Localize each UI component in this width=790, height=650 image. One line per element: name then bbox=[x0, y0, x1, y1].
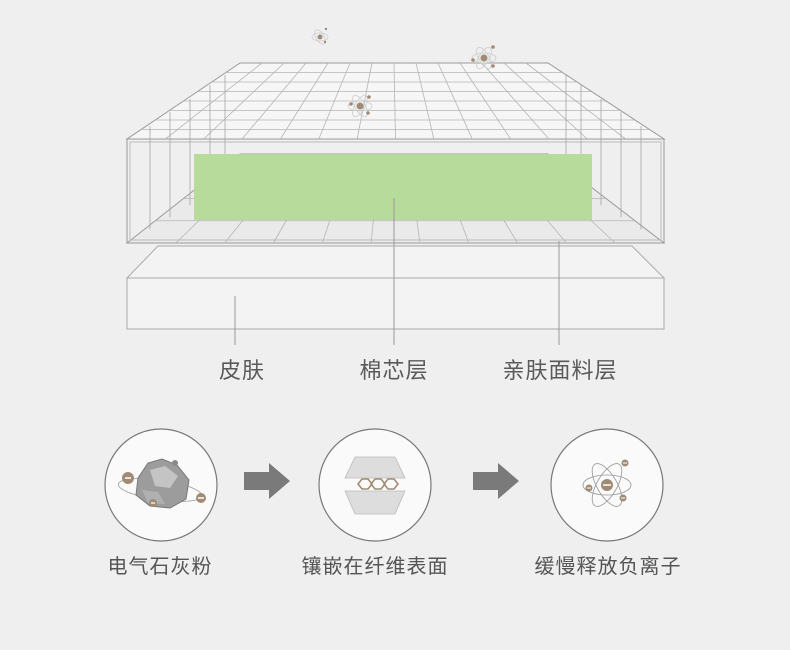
ion-icon bbox=[471, 45, 497, 70]
label-skin: 皮肤 bbox=[218, 359, 266, 384]
arrow-icon bbox=[473, 463, 519, 499]
step-tourmaline-powder: 电气石灰粉 bbox=[107, 554, 213, 578]
tourmaline-powder-icon bbox=[104, 428, 218, 542]
label-core: 棉芯层 bbox=[359, 359, 429, 384]
arrow-icon bbox=[244, 463, 290, 499]
step-release-ions: 缓慢释放负离子 bbox=[534, 554, 682, 578]
leader-lines bbox=[234, 198, 560, 345]
label-fabric: 亲肤面料层 bbox=[502, 359, 618, 384]
fiber-embed-icon bbox=[318, 428, 432, 542]
ion-icon bbox=[311, 27, 329, 45]
step-embedded-fiber: 镶嵌在纤维表面 bbox=[301, 554, 449, 578]
skin-slab bbox=[125, 245, 666, 330]
negative-ion-icon bbox=[550, 428, 664, 542]
ion-icon bbox=[347, 94, 373, 118]
core-layer bbox=[194, 154, 592, 220]
